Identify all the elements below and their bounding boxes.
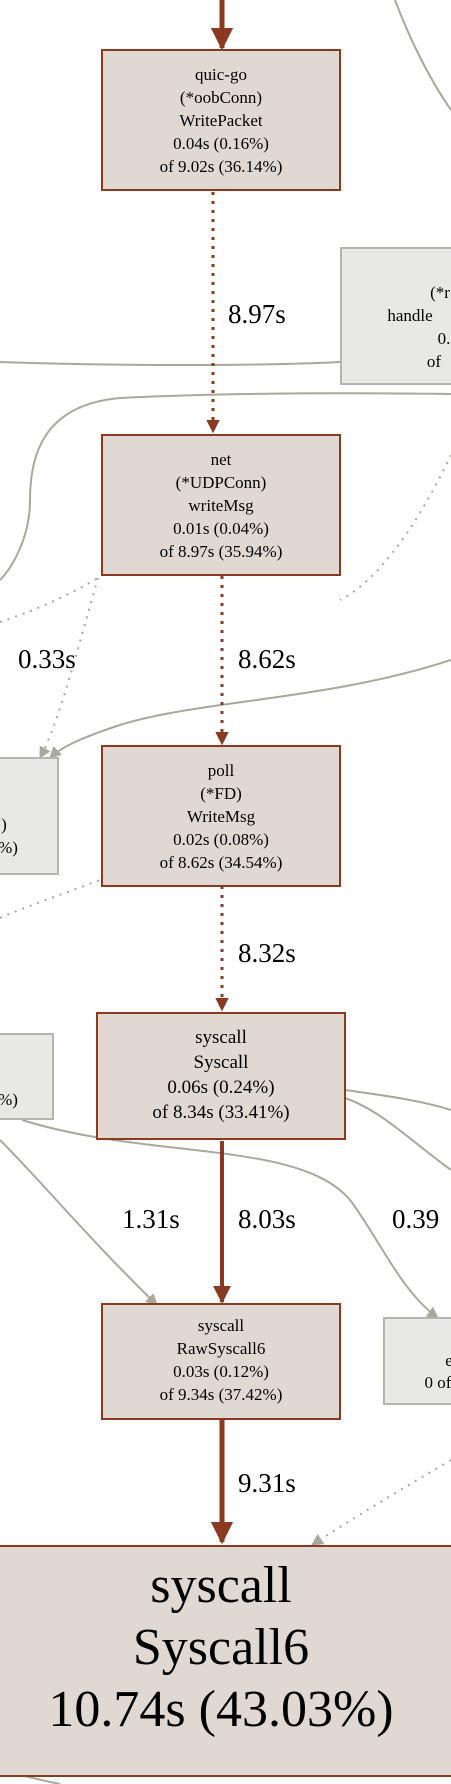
node-udp-write-msg-flat: 0.01s (0.04%)	[173, 519, 269, 538]
node-fd-write-msg-function: WriteMsg	[187, 807, 256, 826]
partial-node-left-mid[interactable]: ) %)	[0, 757, 59, 875]
edge-label-1-31: 1.31s	[122, 1204, 180, 1234]
edge-cold-dotted-left	[0, 577, 99, 623]
partial-node-right-low-line-2: 0 of	[425, 1373, 451, 1392]
partial-node-right-top-line-3: 0.	[438, 329, 451, 348]
partial-node-left-low[interactable]: %)	[0, 1033, 54, 1120]
node-syscall6[interactable]: syscall Syscall6 10.74s (43.03%)	[0, 1545, 451, 1777]
node-write-packet-receiver: (*oobConn)	[180, 88, 262, 107]
partial-node-right-low[interactable]: e 0 of	[383, 1317, 451, 1405]
edge-cold-dotted-left-lower	[0, 879, 101, 919]
partial-node-right-top-line-2: handle	[387, 306, 432, 325]
edge-cold-top-right	[394, 0, 451, 111]
node-raw-syscall6-cum: of 9.34s (37.42%)	[160, 1385, 283, 1404]
node-fd-writemsg[interactable]: poll (*FD) WriteMsg 0.02s (0.08%) of 8.6…	[101, 745, 341, 887]
node-raw-syscall6-flat: 0.03s (0.12%)	[173, 1362, 269, 1381]
edge-label-9-31: 9.31s	[238, 1468, 296, 1498]
node-oobconn-writepacket[interactable]: quic-go (*oobConn) WritePacket 0.04s (0.…	[101, 49, 341, 191]
edge-label-8-97: 8.97s	[228, 299, 286, 329]
partial-node-right-low-line-1: e	[445, 1351, 451, 1370]
edge-cold-syscall-right-2	[344, 1097, 451, 1171]
partial-node-left-mid-line-2: %)	[0, 838, 18, 857]
edge-cold-curve-left	[0, 392, 451, 581]
node-syscall-function: Syscall	[194, 1052, 249, 1073]
edge-cold-dotted-to-syscall6	[310, 1459, 451, 1546]
node-raw-syscall6-package: syscall	[198, 1316, 245, 1335]
edge-cold-left-to-right	[21, 1119, 439, 1319]
node-syscall6-function: Syscall6	[133, 1619, 309, 1676]
node-syscall-cum: of 8.34s (33.41%)	[152, 1102, 289, 1123]
edge-label-0-39: 0.39	[392, 1204, 439, 1234]
partial-node-left-low-line-1: %)	[0, 1090, 18, 1109]
partial-node-right-top-line-1: (*r	[430, 283, 450, 302]
edge-label-8-62: 8.62s	[238, 644, 296, 674]
partial-node-left-mid-line-1: )	[1, 815, 7, 834]
edge-label-8-32: 8.32s	[238, 938, 296, 968]
node-write-packet-flat: 0.04s (0.16%)	[173, 134, 269, 153]
node-syscall-package: syscall	[195, 1027, 247, 1048]
node-fd-write-msg-cum: of 8.62s (34.54%)	[160, 853, 283, 872]
edge-cold-dotted-right-upper	[339, 454, 451, 601]
edge-cold-1-31	[0, 1139, 158, 1306]
node-fd-write-msg-receiver: (*FD)	[200, 784, 242, 803]
node-udp-write-msg-package: net	[211, 450, 232, 469]
node-udp-write-msg-receiver: (*UDPConn)	[176, 473, 267, 492]
node-write-packet-function: WritePacket	[179, 111, 263, 130]
node-udp-write-msg-function: writeMsg	[188, 496, 254, 515]
edge-label-0-33: 0.33s	[18, 644, 76, 674]
node-rawsyscall6[interactable]: syscall RawSyscall6 0.03s (0.12%) of 9.3…	[101, 1303, 341, 1420]
node-raw-syscall6-function: RawSyscall6	[177, 1339, 266, 1358]
node-fd-write-msg-package: poll	[208, 761, 235, 780]
node-syscall-syscall[interactable]: syscall Syscall 0.06s (0.24%) of 8.34s (…	[96, 1012, 346, 1140]
node-write-packet-package: quic-go	[195, 65, 247, 84]
node-syscall6-package: syscall	[150, 1557, 292, 1614]
node-write-packet-cum: of 9.02s (36.14%)	[160, 157, 283, 176]
edge-cold-into-left-box	[49, 659, 451, 759]
node-udp-write-msg-cum: of 8.97s (35.94%)	[160, 542, 283, 561]
node-udpconn-writemsg[interactable]: net (*UDPConn) writeMsg 0.01s (0.04%) of…	[101, 434, 341, 576]
edge-cold-syscall-right-1	[344, 1089, 451, 1111]
node-syscall6-flat: 10.74s (43.03%)	[48, 1681, 393, 1738]
node-syscall-flat: 0.06s (0.24%)	[167, 1077, 274, 1098]
partial-node-right-top-line-4: of	[427, 352, 442, 371]
node-fd-write-msg-flat: 0.02s (0.08%)	[173, 830, 269, 849]
edge-label-8-03: 8.03s	[238, 1204, 296, 1234]
partial-node-right-top[interactable]: (*r handle 0. of	[340, 247, 451, 385]
